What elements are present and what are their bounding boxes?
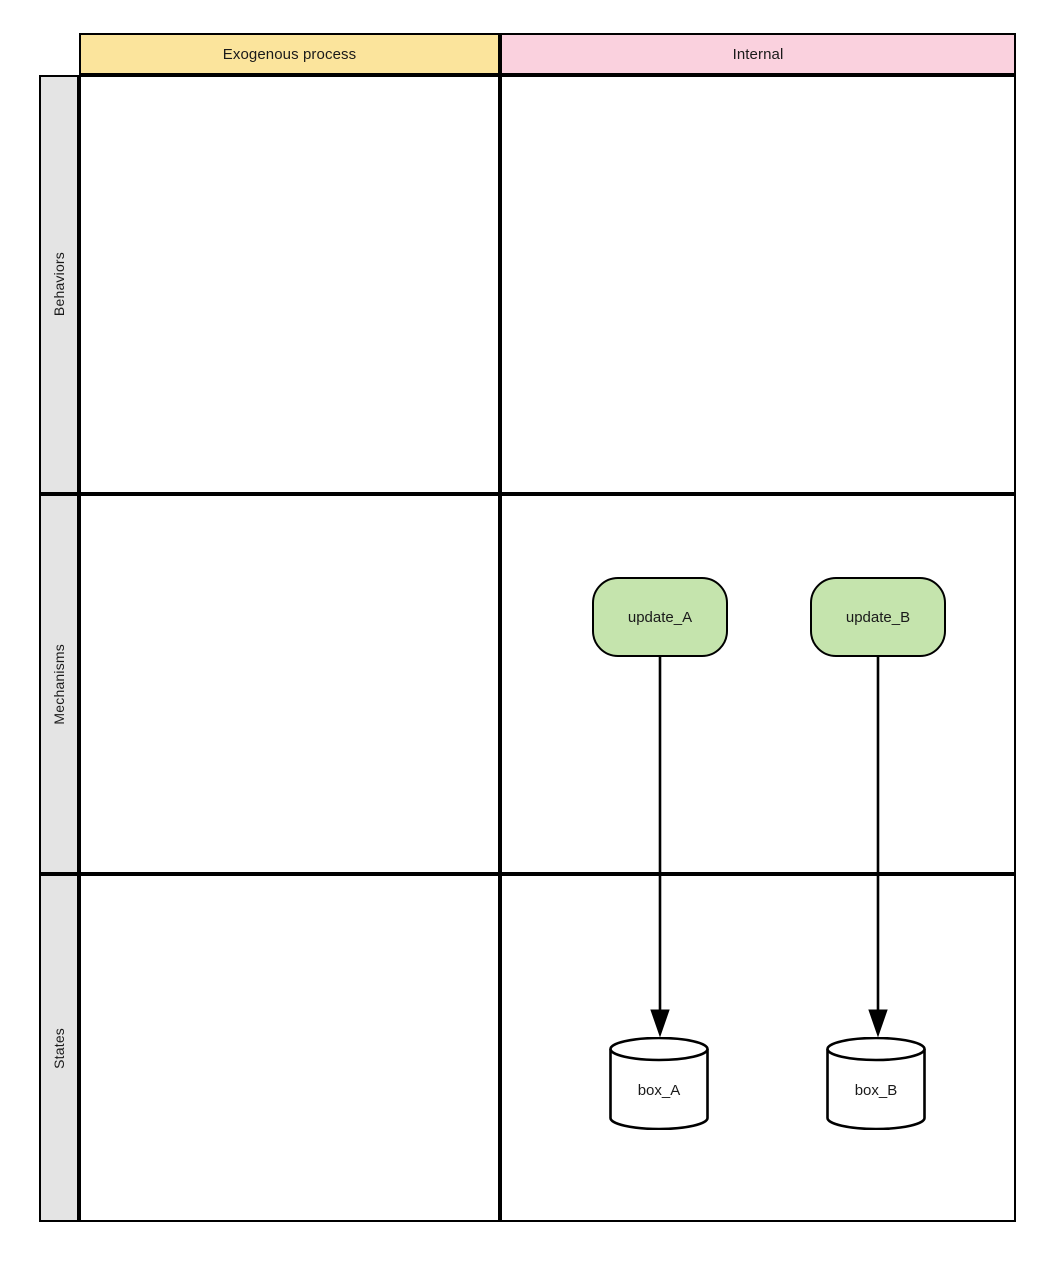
cell-behaviors-exogenous[interactable] [79,75,500,494]
row-label-behaviors-text: Behaviors [51,252,67,317]
node-box-a[interactable]: box_A [609,1037,709,1130]
row-label-mechanisms[interactable]: Mechanisms [39,494,79,874]
cell-behaviors-internal[interactable] [500,75,1016,494]
row-label-states-text: States [51,1027,67,1069]
cell-states-internal[interactable] [500,874,1016,1222]
node-update-b[interactable]: update_B [810,577,946,657]
cell-mechanisms-exogenous[interactable] [79,494,500,874]
cylinder-shape-a [609,1037,709,1130]
cell-states-exogenous[interactable] [79,874,500,1222]
row-label-behaviors[interactable]: Behaviors [39,75,79,494]
node-update-a[interactable]: update_A [592,577,728,657]
column-header-exogenous-process[interactable]: Exogenous process [79,33,500,75]
cell-mechanisms-internal[interactable] [500,494,1016,874]
row-label-mechanisms-text: Mechanisms [51,643,67,725]
node-update-a-label: update_A [627,608,693,626]
cylinder-shape-b [826,1037,926,1130]
node-update-b-label: update_B [845,608,911,626]
column-header-exogenous-process-label: Exogenous process [222,45,357,63]
column-header-internal[interactable]: Internal [500,33,1016,75]
row-label-states[interactable]: States [39,874,79,1222]
swimlane-pool: Exogenous process Internal Behaviors Mec… [39,33,1016,1222]
column-header-internal-label: Internal [732,45,784,63]
node-box-b[interactable]: box_B [826,1037,926,1130]
